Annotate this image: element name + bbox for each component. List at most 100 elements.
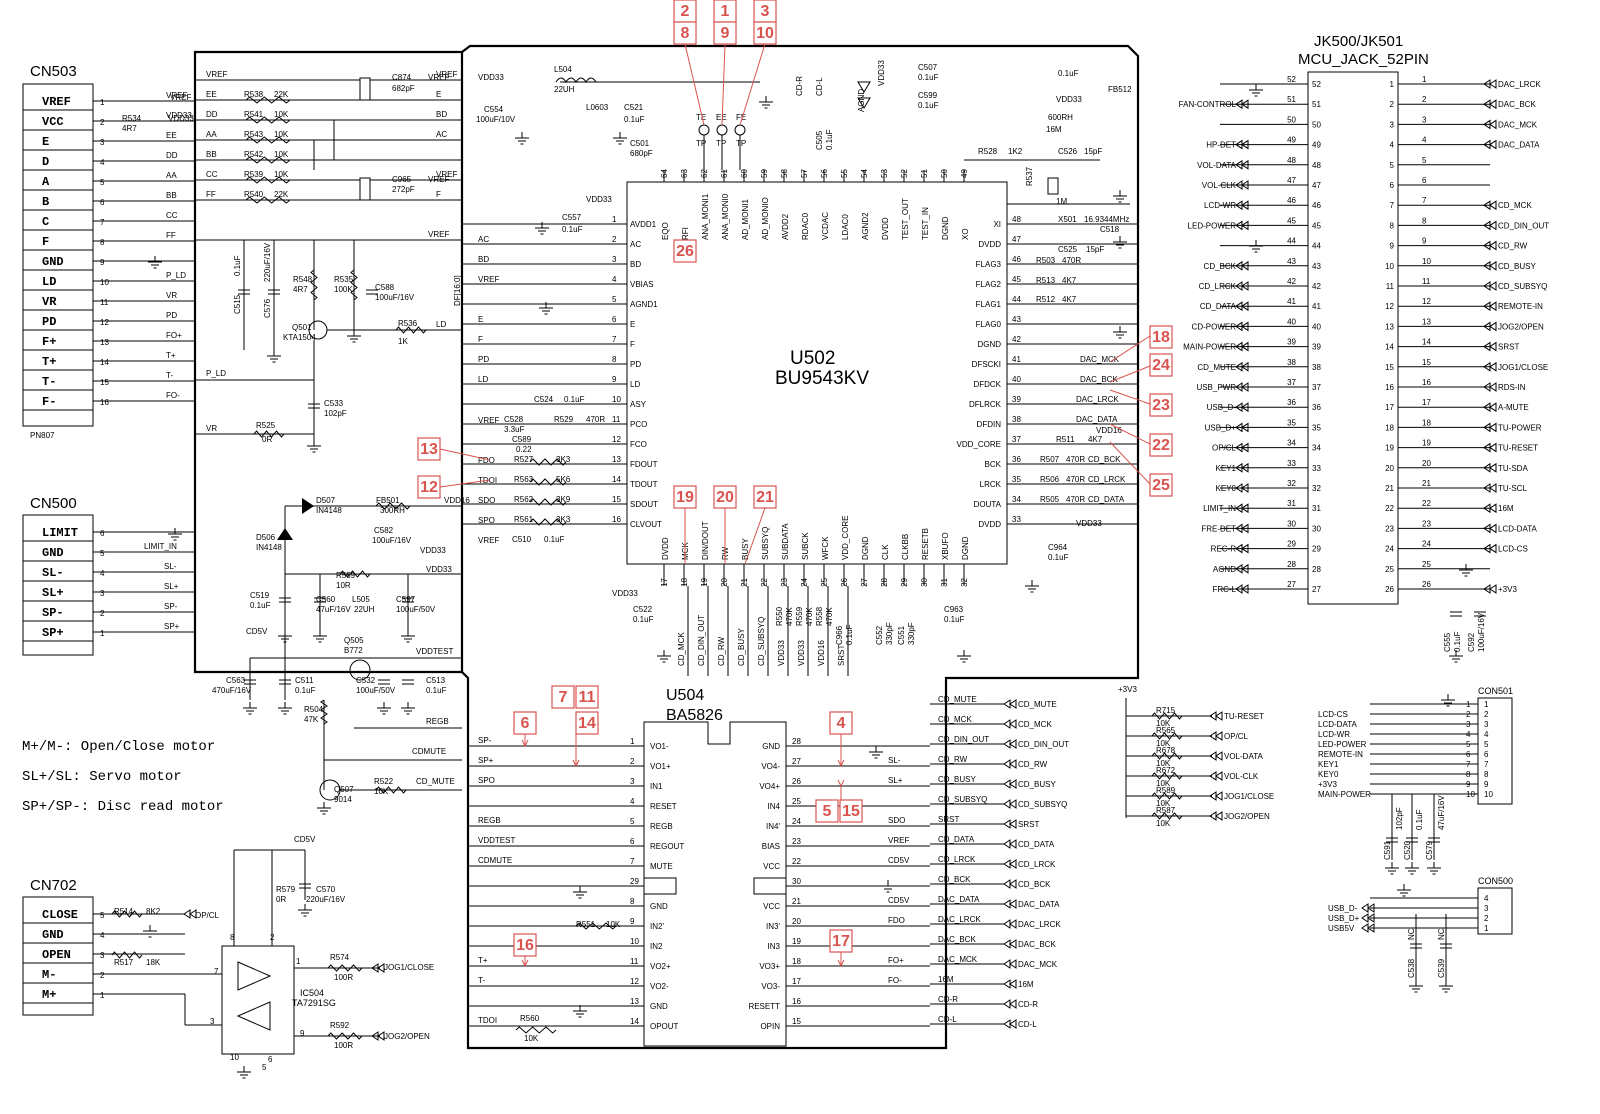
callout-leader bbox=[739, 43, 766, 126]
con500-pin-number: 3 bbox=[1484, 904, 1489, 913]
cn500-body bbox=[22, 514, 94, 656]
power-part-label: CDMUTE bbox=[412, 747, 446, 756]
power-part-label: C563 bbox=[226, 676, 246, 685]
cd-net-label: SRST bbox=[938, 815, 959, 824]
u502-top-part: C599 bbox=[918, 91, 938, 100]
jk-left-net: CD_LRCK bbox=[1199, 282, 1237, 291]
jk-left-net: CD_BCK bbox=[1204, 262, 1237, 271]
u504-left-net: CDMUTE bbox=[478, 856, 512, 865]
jk-left-pin-number: 43 bbox=[1287, 257, 1296, 266]
u502-left-resistor bbox=[529, 478, 567, 486]
con501-net: LCD-CS bbox=[1318, 710, 1348, 719]
u502-bottom-pin-number: 32 bbox=[960, 577, 969, 586]
u502-left-pin-number: 6 bbox=[612, 315, 617, 324]
fe-net-in: CC bbox=[206, 170, 218, 179]
u502-right-pin-name: BCK bbox=[985, 460, 1002, 469]
laser-c515: C515 bbox=[233, 294, 242, 314]
con501-pin-inner: 4 bbox=[1484, 730, 1489, 739]
laser-c588: C588 bbox=[375, 283, 395, 292]
callout-marker: 22 bbox=[1149, 433, 1173, 457]
u502-top-pin-name: AGND2 bbox=[861, 212, 870, 240]
legend-line-2: SP+/SP-: Disc read motor bbox=[22, 799, 224, 815]
u502-bottom-net: CD_RW bbox=[717, 636, 726, 666]
ic504-r579-val: 0R bbox=[276, 895, 286, 904]
signal-arrow-icon bbox=[1235, 462, 1249, 473]
jk-right-net: TU-RESET bbox=[1498, 444, 1538, 453]
laser-c533-val: 102pF bbox=[324, 409, 347, 418]
con501-pin-number: 9 bbox=[1466, 780, 1471, 789]
u502-left-net: PD bbox=[478, 355, 489, 364]
jk-left-net: VOL-CLK bbox=[1202, 181, 1237, 190]
callout-number: 16 bbox=[516, 937, 534, 954]
pullup-network: +3V3 R71510KTU-RESETR56510KOP/CLR67810KV… bbox=[1118, 685, 1274, 828]
u502-left-pin-name: AVDD1 bbox=[630, 220, 657, 229]
jk-left-pin-inner: 34 bbox=[1312, 444, 1321, 453]
con501-pin-number: 1 bbox=[1466, 700, 1471, 709]
u502-top-part: 1M bbox=[1056, 197, 1067, 206]
fe-net-out: BD bbox=[436, 110, 447, 119]
mid-c554: C554 bbox=[484, 105, 504, 114]
signal-arrow-icon bbox=[1235, 260, 1249, 271]
u502-top-part: 15pF bbox=[1086, 245, 1104, 254]
laser-c576: C576 bbox=[263, 298, 272, 318]
u502-bottom-pin-number: 21 bbox=[740, 577, 749, 586]
u502-top-part: 0.1uF bbox=[918, 73, 939, 82]
signal-arrow-icon bbox=[1483, 240, 1497, 251]
u502-top-part: CD-R bbox=[795, 76, 804, 96]
agnd-symbol-icon bbox=[857, 97, 871, 109]
cn503-pin-number: 5 bbox=[100, 178, 105, 187]
u502-top-part: 4K7 bbox=[1088, 435, 1103, 444]
callout-number: 5 bbox=[823, 803, 832, 820]
fe-resistor bbox=[245, 96, 291, 104]
jk-right-pin-inner: 22 bbox=[1385, 504, 1394, 513]
callout-box bbox=[1149, 325, 1173, 349]
u504-right-net: CD5V bbox=[888, 856, 910, 865]
u504-right-pin-name: IN4' bbox=[766, 822, 780, 831]
mid-c524: C524 bbox=[534, 395, 554, 404]
jk-right-pin-number: 11 bbox=[1422, 277, 1431, 286]
cd-net-arrow-label: CD_RW bbox=[1018, 760, 1048, 769]
u504-right-net: SDO bbox=[888, 816, 905, 825]
signal-arrow-icon bbox=[1003, 899, 1017, 909]
signal-arrow-icon bbox=[1235, 402, 1249, 413]
u502-bottom-part: 0.1uF bbox=[944, 615, 965, 624]
jk-left-pin-inner: 37 bbox=[1312, 383, 1321, 392]
u504-part: BA5826 bbox=[666, 707, 723, 724]
laser-bus-label: DF[16:0] bbox=[453, 275, 462, 306]
pullup-net: VOL-CLK bbox=[1224, 772, 1259, 781]
u502-left-pin-name: AC bbox=[630, 240, 641, 249]
u502-bottom-pin-name: DIN/DOUT bbox=[701, 521, 710, 560]
u502-bottom-pin-number: 22 bbox=[760, 577, 769, 586]
pullup-resistor bbox=[1151, 772, 1183, 780]
jk-left-net: USB_D- bbox=[1207, 403, 1237, 412]
u502-right-pin-number: 44 bbox=[1012, 295, 1021, 304]
jk-left-pin-inner: 47 bbox=[1312, 181, 1321, 190]
power-part-label: 0.1uF bbox=[295, 686, 316, 695]
pullup-resistor bbox=[1151, 752, 1183, 760]
jk-left-pin-inner: 32 bbox=[1312, 484, 1321, 493]
jk-left-pin-inner: 41 bbox=[1312, 302, 1321, 311]
callout-leader bbox=[1109, 389, 1151, 405]
callout-marker: 12 bbox=[417, 475, 441, 499]
u502-bottom-part: 0.1uF bbox=[845, 624, 854, 645]
ic504-pin-number: 8 bbox=[230, 933, 235, 942]
signal-arrow-icon bbox=[371, 963, 385, 973]
callout-box bbox=[1149, 473, 1173, 497]
callout-arrow bbox=[837, 952, 845, 968]
u504-right-pin-name: VO4- bbox=[761, 762, 780, 771]
callout-marker: 7 bbox=[551, 685, 575, 709]
u504-chip: U504 BA5826 1VO1-SP-2VO1+SP+3IN1SPO4RESE… bbox=[468, 687, 930, 1047]
mid-c589: C589 bbox=[512, 435, 532, 444]
pullup-net: JOG1/CLOSE bbox=[1224, 792, 1274, 801]
callout-marker: 15 bbox=[839, 799, 863, 823]
con501-pin-number: 7 bbox=[1466, 760, 1471, 769]
jk-left-net: LIMIT_IN bbox=[1203, 504, 1236, 513]
cn500-pin-number: 3 bbox=[100, 589, 105, 598]
u504-left-pin-number: 1 bbox=[630, 737, 635, 746]
u504-gnd-pad-left bbox=[643, 877, 677, 895]
signal-arrow-icon bbox=[1361, 913, 1375, 923]
u504-right-pin-name: IN3' bbox=[766, 922, 780, 931]
u502-top-pin-name: DGND bbox=[941, 216, 950, 240]
u502-bottom-pin-number: 28 bbox=[880, 577, 889, 586]
pullup-val: 10K bbox=[1156, 799, 1171, 808]
